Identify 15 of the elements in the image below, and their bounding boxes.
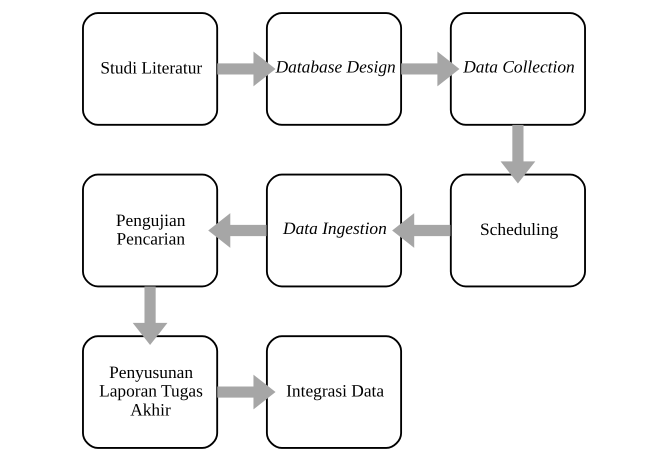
- node-box: Data Collection: [450, 12, 586, 126]
- node-box: Studi Literatur: [82, 12, 218, 126]
- node-box: Database Design: [266, 12, 402, 126]
- arrow: [392, 213, 450, 248]
- node-box: Pengujian Pencarian: [82, 174, 218, 288]
- node-box: Integrasi Data: [266, 335, 402, 449]
- arrow: [132, 286, 168, 345]
- arrow: [217, 374, 276, 410]
- node-box: Penyusunan Laporan Tugas Akhir: [82, 335, 218, 449]
- node-box: Data Ingestion: [266, 174, 402, 288]
- arrow: [208, 213, 266, 248]
- arrow: [500, 124, 536, 184]
- arrow: [217, 52, 276, 86]
- node-box: Scheduling: [450, 174, 586, 288]
- arrow: [401, 52, 460, 86]
